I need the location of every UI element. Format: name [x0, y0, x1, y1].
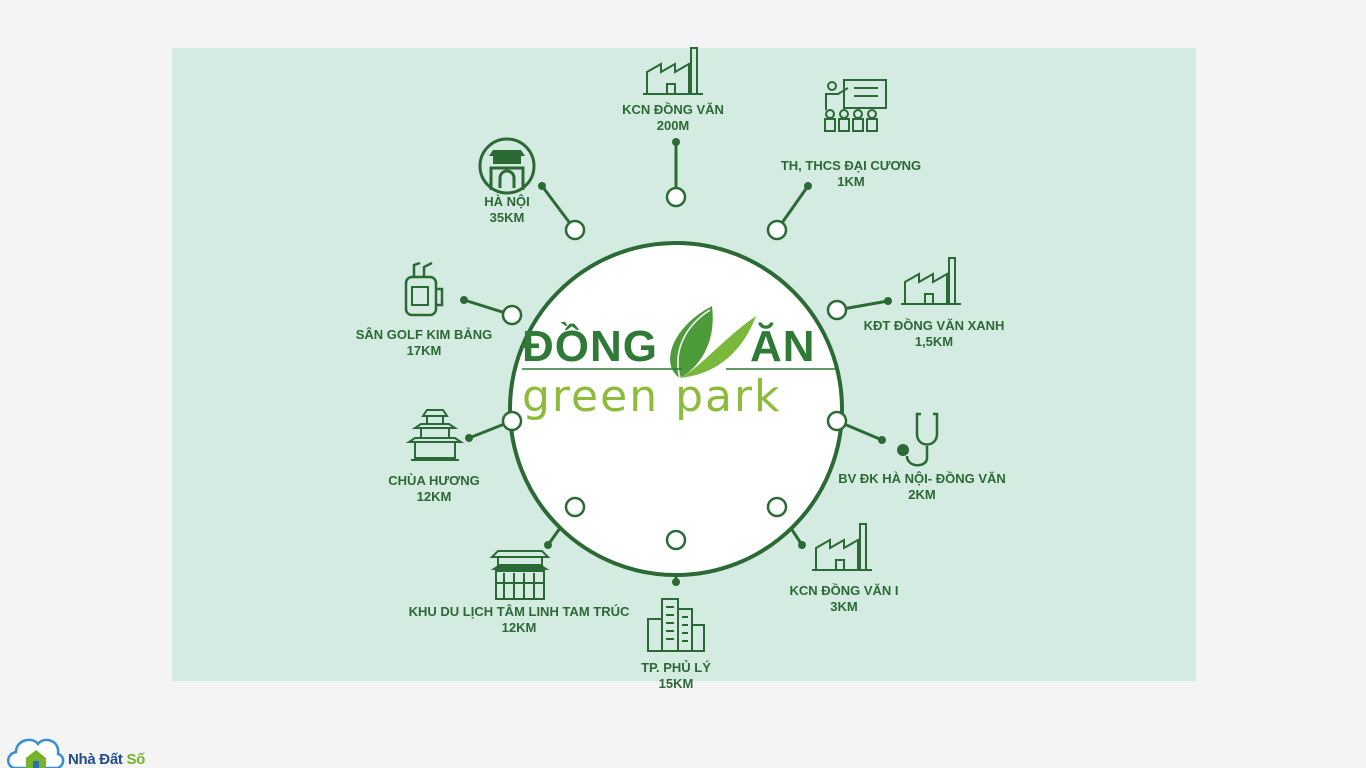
spoke-end-dot — [804, 182, 812, 190]
factory-icon — [643, 47, 703, 95]
amenity-name: KCN ĐỒNG VĂN — [622, 102, 724, 117]
city-buildings-icon — [647, 598, 705, 652]
logo-text-green-park: green park — [522, 371, 782, 422]
central-circle — [508, 241, 844, 577]
ring-node — [665, 529, 687, 551]
ring-node — [501, 304, 523, 326]
logo-text-dong: ĐỒNG — [522, 321, 658, 371]
spoke-end-dot — [798, 541, 806, 549]
brand-logo[interactable]: Nhà Đất Số — [6, 732, 166, 768]
amenity-name: HÀ NỘI — [484, 194, 530, 209]
amenity-distance: 17KM — [406, 343, 442, 358]
amenity-distance: 15KM — [658, 676, 694, 691]
ring-node — [766, 496, 788, 518]
amenity-name: CHÙA HƯƠNG — [388, 473, 480, 488]
spoke-end-dot — [544, 541, 552, 549]
spoke-end-dot — [672, 578, 680, 586]
ring-node — [665, 186, 687, 208]
amenity-distance: 2KM — [908, 487, 936, 502]
location-diagram: ĐỒNG ĂN green park — [404, 47, 961, 652]
spoke-end-dot — [460, 296, 468, 304]
temple-gate-icon — [489, 550, 551, 600]
golf-bag-icon — [404, 261, 444, 317]
amenity-name: TH, THCS ĐẠI CƯƠNG — [780, 158, 922, 173]
spoke-end-dot — [878, 436, 886, 444]
brand-name: Nhà Đất Số — [68, 751, 145, 768]
stethoscope-icon — [897, 412, 939, 467]
amenity-name: KĐT ĐỒNG VĂN XANH — [863, 318, 1005, 333]
hanoi-gate-icon — [478, 137, 536, 195]
spoke-end-dot — [672, 138, 680, 146]
amenity-name: SÂN GOLF KIM BẢNG — [355, 327, 493, 342]
ring-node — [564, 496, 586, 518]
spoke-end-dot — [538, 182, 546, 190]
spoke-end-dot — [884, 297, 892, 305]
ring-node — [501, 410, 523, 432]
ring-node — [564, 219, 586, 241]
classroom-icon — [824, 79, 887, 132]
ring-node — [826, 299, 848, 321]
amenity-distance: 35KM — [489, 210, 525, 225]
amenity-distance: 12KM — [501, 620, 537, 635]
brand-name-accent: Số — [126, 751, 146, 768]
amenity-distance: 3KM — [830, 599, 858, 614]
brand-name-main: Nhà Đất — [68, 751, 127, 768]
ring-node — [826, 410, 848, 432]
cloud-house-icon — [7, 738, 65, 768]
amenity-name: KCN ĐỒNG VĂN I — [789, 583, 899, 598]
amenity-distance: 200M — [656, 118, 690, 133]
amenity-distance: 1,5KM — [914, 334, 954, 349]
logo-text-van: ĂN — [750, 321, 816, 371]
factory-icon — [812, 523, 872, 571]
factory-icon — [901, 257, 961, 305]
pagoda-icon — [405, 409, 465, 461]
amenity-distance: 12KM — [416, 489, 452, 504]
spoke-end-dot — [465, 434, 473, 442]
amenity-name: TP. PHỦ LÝ — [641, 660, 711, 675]
ring-node — [766, 219, 788, 241]
amenity-name: KHU DU LỊCH TÂM LINH TAM TRÚC — [408, 604, 630, 619]
amenity-name: BV ĐK HÀ NỘI- ĐỒNG VĂN — [838, 471, 1006, 486]
amenity-distance: 1KM — [837, 174, 865, 189]
project-logo: ĐỒNG ĂN green park — [522, 306, 836, 422]
